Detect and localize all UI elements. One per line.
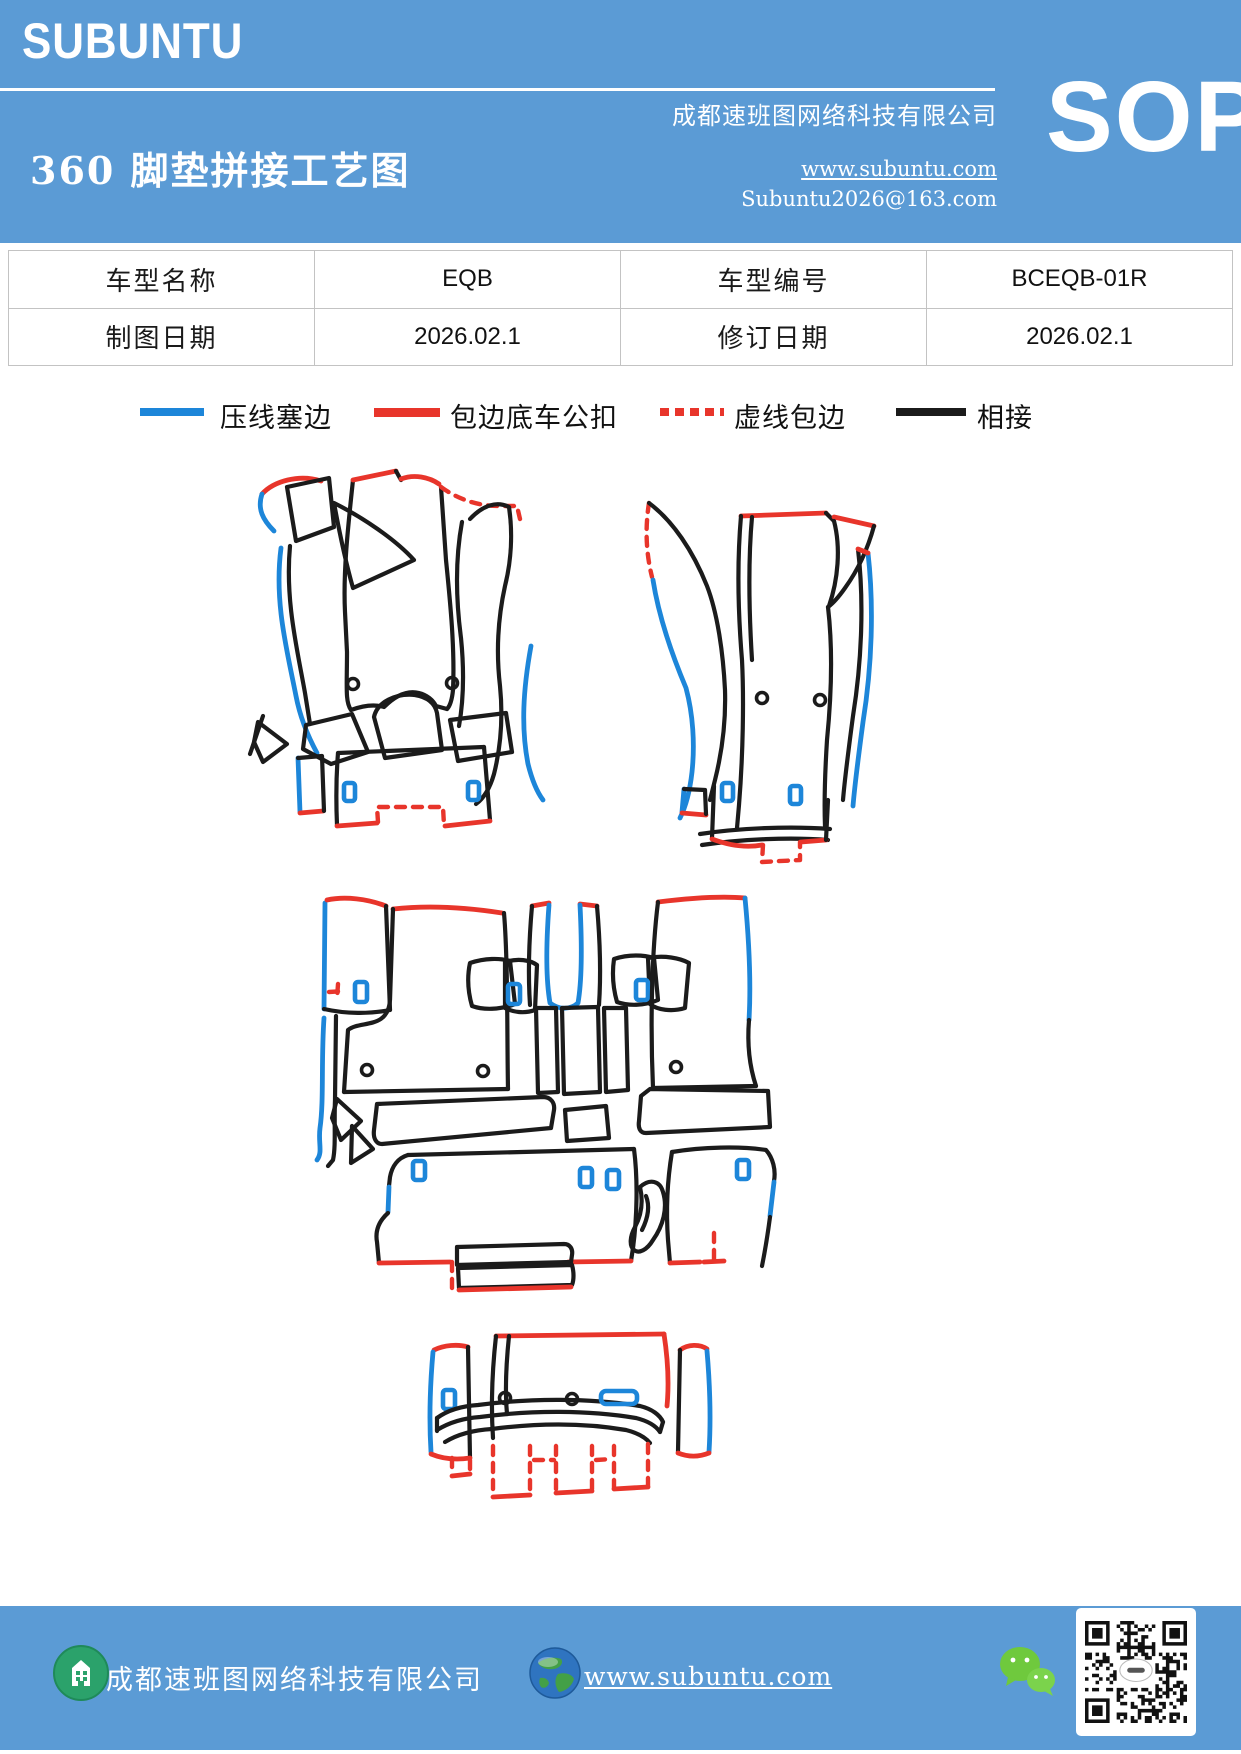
header-divider	[0, 88, 995, 91]
value-revision-date: 2026.02.1	[926, 307, 1233, 366]
building-icon	[53, 1645, 109, 1701]
label-vehicle-name: 车型名称	[8, 250, 315, 309]
wechat-icon	[1000, 1647, 1055, 1696]
legend: 压线塞边 包边底车公扣 虚线包边 相接	[0, 394, 1241, 434]
sop-badge: SOP	[1046, 61, 1241, 173]
page-title: 360 脚垫拼接工艺图	[30, 148, 411, 193]
label-vehicle-code: 车型编号	[620, 250, 927, 309]
header-website-link[interactable]: www.subuntu.com	[801, 157, 997, 181]
legend-blue-line-swatch	[140, 408, 204, 416]
table-row: 制图日期 2026.02.1 修订日期 2026.02.1	[8, 307, 1233, 366]
legend-label-dashed: 虚线包边	[734, 403, 846, 434]
company-logo: SUBUNTU	[22, 13, 244, 69]
diagram-front-right-mat-set	[644, 500, 877, 865]
qr-code-pattern	[1085, 1621, 1187, 1723]
diagram-trunk-mat-set	[427, 1331, 713, 1500]
qr-code-image	[1085, 1621, 1187, 1723]
label-drawing-date: 制图日期	[8, 307, 315, 366]
legend-label-red: 包边底车公扣	[450, 403, 618, 434]
qr-code	[1078, 1610, 1194, 1734]
globe-icon	[529, 1647, 581, 1699]
legend-label-blue: 压线塞边	[220, 403, 332, 434]
footer-company-name: 成都速班图网络科技有限公司	[106, 1665, 483, 1696]
legend-black-line-swatch	[896, 408, 966, 416]
header-contact-block: 成都速班图网络科技有限公司 www.subuntu.com Subuntu202…	[577, 96, 997, 211]
legend-label-black: 相接	[977, 403, 1033, 434]
page-header: SUBUNTU 360 脚垫拼接工艺图 成都速班图网络科技有限公司 www.su…	[0, 0, 1241, 243]
value-drawing-date: 2026.02.1	[314, 307, 621, 366]
header-email: Subuntu2026@163.com	[741, 187, 997, 211]
table-row: 车型名称 EQB 车型编号 BCEQB-01R	[8, 250, 1233, 309]
header-company-name: 成都速班图网络科技有限公司	[672, 102, 997, 130]
page-footer: 成都速班图网络科技有限公司 www.subuntu.com	[0, 1606, 1241, 1750]
footer-website-link[interactable]: www.subuntu.com	[584, 1662, 833, 1691]
value-vehicle-name: EQB	[314, 250, 621, 309]
legend-dashed-line-swatch	[660, 408, 724, 416]
value-vehicle-code: BCEQB-01R	[926, 250, 1233, 309]
diagram-rear-row-mat-set	[314, 894, 777, 1293]
vehicle-info-table: 车型名称 EQB 车型编号 BCEQB-01R 制图日期 2026.02.1 修…	[8, 250, 1233, 366]
diagram-front-left-mat-set	[247, 468, 546, 829]
label-revision-date: 修订日期	[620, 307, 927, 366]
legend-red-line-swatch	[374, 408, 440, 417]
